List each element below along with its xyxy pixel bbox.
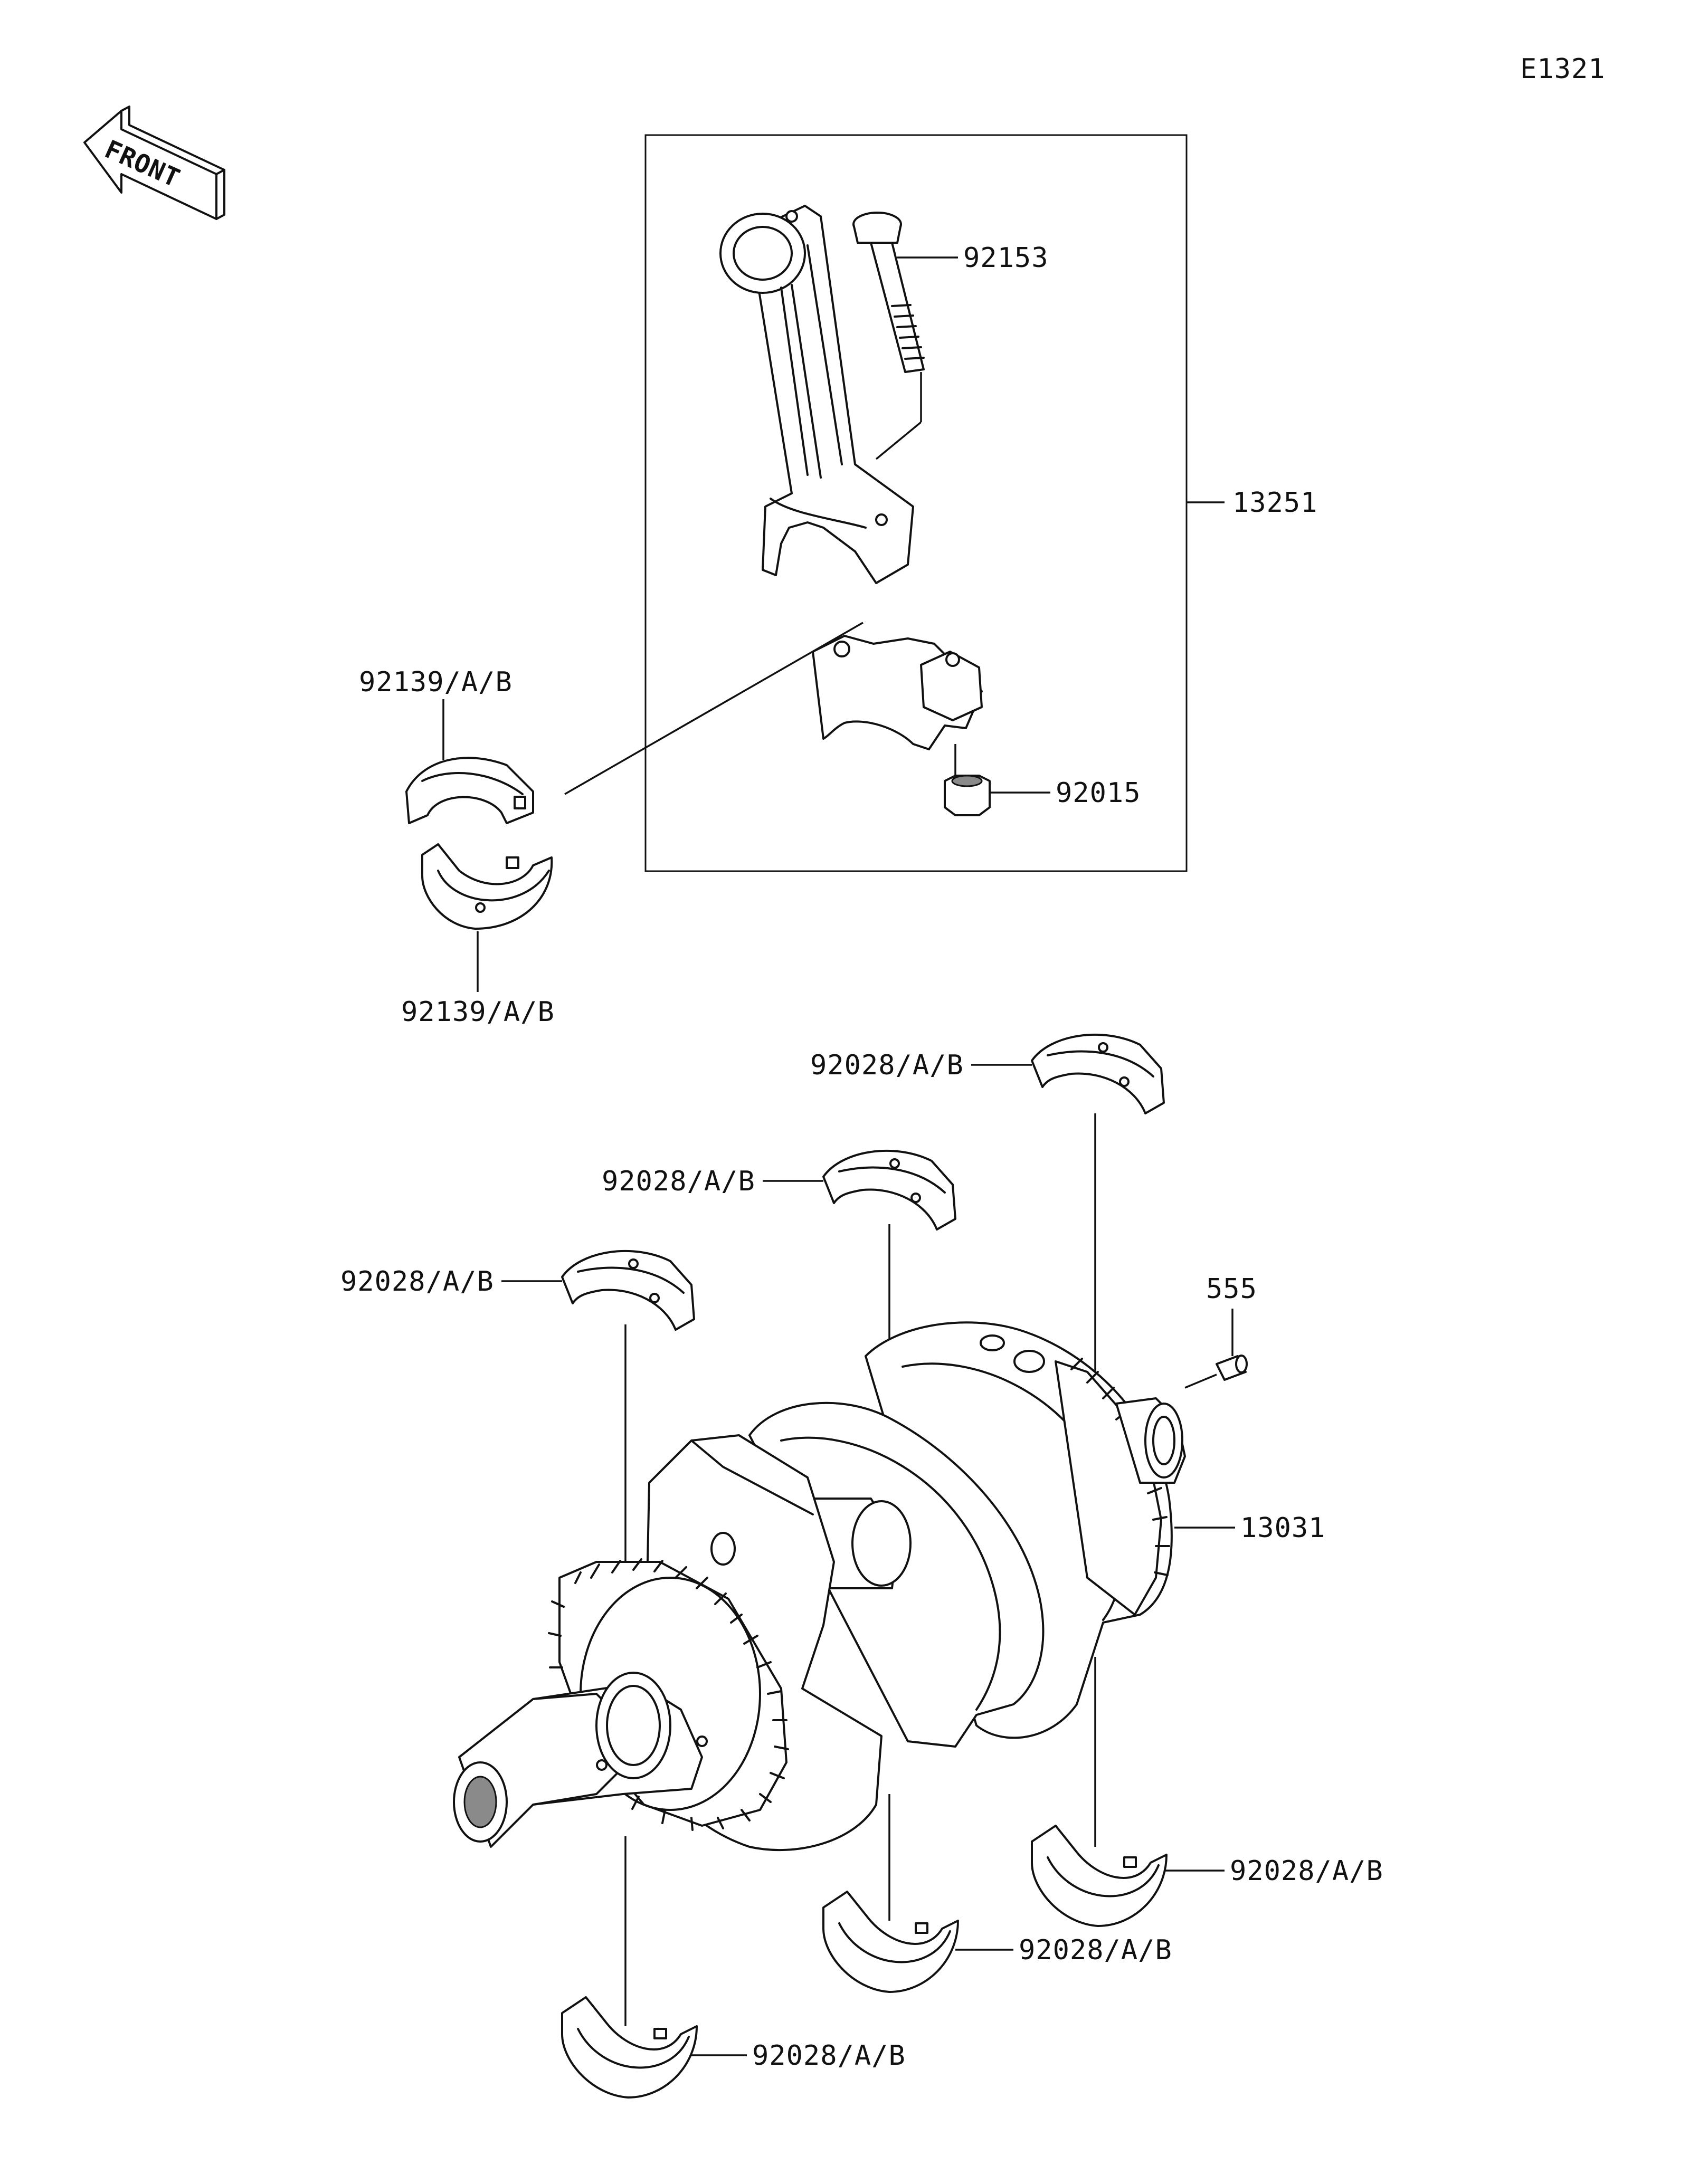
bolt-92153 <box>852 212 925 460</box>
label-92028-top-right: 92028/A/B <box>810 1050 964 1081</box>
crankshaft <box>453 1321 1186 1851</box>
main-bearing-top-right <box>1031 1033 1165 1114</box>
label-92139-upper: 92139/A/B <box>359 666 513 698</box>
main-bearing-bottom-middle <box>822 1891 959 1993</box>
label-92153: 92153 <box>963 242 1049 274</box>
front-arrow-icon: FRONT <box>83 106 225 220</box>
main-bearing-bottom-right <box>1031 1825 1168 1927</box>
label-92028-bottom-middle: 92028/A/B <box>1019 1934 1172 1966</box>
label-13031: 13031 <box>1240 1512 1326 1544</box>
connecting-rod <box>719 205 914 584</box>
label-13251: 13251 <box>1232 487 1318 519</box>
diagram-code: E1321 <box>1520 53 1606 85</box>
conrod-cap <box>812 635 983 750</box>
conrod-bearing-lower <box>421 843 553 930</box>
nut-92015 <box>944 744 991 816</box>
main-bearing-top-left <box>561 1250 695 1331</box>
label-555: 555 <box>1206 1273 1257 1305</box>
main-bearing-top-middle <box>822 1149 956 1231</box>
conrod-bearing-upper <box>405 757 534 824</box>
label-92028-top-middle: 92028/A/B <box>602 1166 755 1197</box>
label-92139-lower: 92139/A/B <box>401 996 555 1028</box>
pin-555 <box>1184 1355 1248 1389</box>
label-92028-bottom-left: 92028/A/B <box>752 2040 906 2072</box>
label-92028-bottom-right: 92028/A/B <box>1230 1855 1383 1887</box>
main-bearing-bottom-left <box>561 1996 698 2099</box>
label-92015: 92015 <box>1056 777 1141 809</box>
label-92028-top-left: 92028/A/B <box>340 1266 494 1298</box>
